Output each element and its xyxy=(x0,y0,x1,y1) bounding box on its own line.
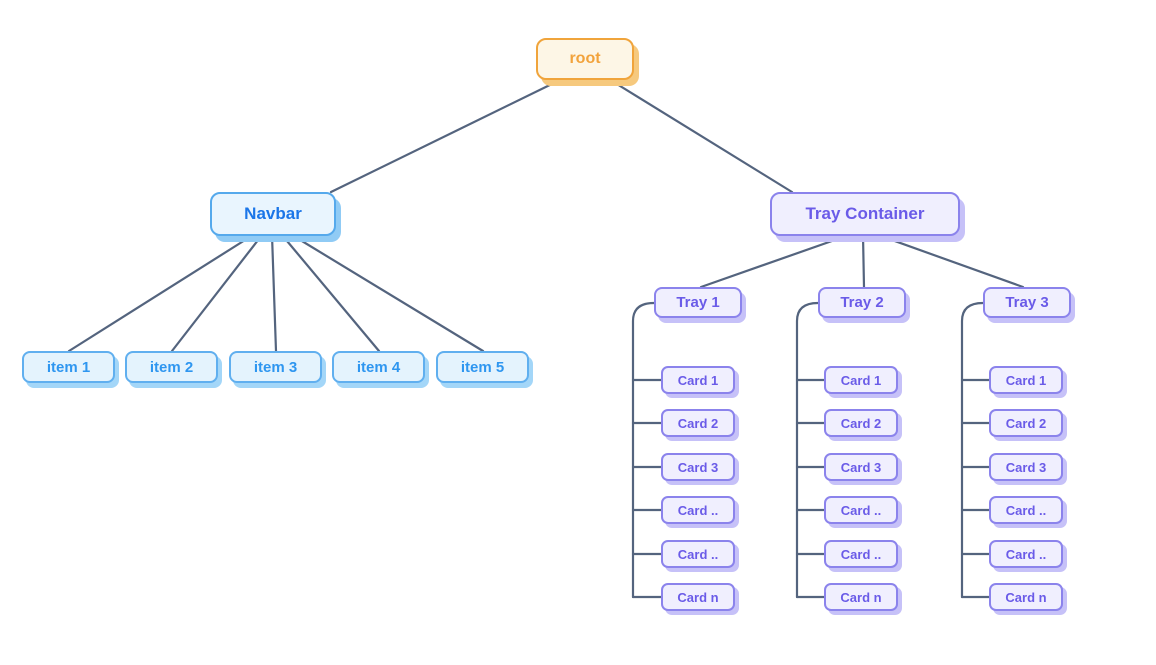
node-item-1: item 1 xyxy=(22,351,115,383)
edge-navbar-item2 xyxy=(170,233,264,353)
node-item-5: item 5 xyxy=(436,351,529,383)
node-tray-container: Tray Container xyxy=(770,192,960,236)
edge-navbar-item5 xyxy=(290,233,485,353)
node-tray2-card-n: Card n xyxy=(824,583,898,611)
node-tray3-card-1: Card 1 xyxy=(989,366,1063,394)
bracket-tray1-branches xyxy=(631,378,663,599)
node-item-3: item 3 xyxy=(229,351,322,383)
edge-navbar-item1 xyxy=(67,233,255,353)
bracket-tray3 xyxy=(960,301,985,599)
bracket-tray3-branches xyxy=(960,378,991,599)
node-tray1-card-4: Card .. xyxy=(661,496,735,524)
node-tray3-card-4: Card .. xyxy=(989,496,1063,524)
node-item-2: item 2 xyxy=(125,351,218,383)
node-tray3-card-5: Card .. xyxy=(989,540,1063,568)
node-item-4: item 4 xyxy=(332,351,425,383)
node-tray1-card-2: Card 2 xyxy=(661,409,735,437)
node-tray-1: Tray 1 xyxy=(654,287,742,318)
bracket-tray2-branches xyxy=(795,378,826,599)
edge-navbar-item3 xyxy=(270,233,278,353)
node-tray-3: Tray 3 xyxy=(983,287,1071,318)
node-tray2-card-2: Card 2 xyxy=(824,409,898,437)
node-tray2-card-3: Card 3 xyxy=(824,453,898,481)
bracket-tray2 xyxy=(795,301,820,599)
node-tray1-card-3: Card 3 xyxy=(661,453,735,481)
node-tray-2: Tray 2 xyxy=(818,287,906,318)
node-tray2-card-4: Card .. xyxy=(824,496,898,524)
edge-tc-tray2 xyxy=(861,233,866,289)
edge-root-tray-container xyxy=(610,79,794,194)
edge-tc-tray3 xyxy=(876,233,1025,289)
node-tray1-card-1: Card 1 xyxy=(661,366,735,394)
node-navbar: Navbar xyxy=(210,192,336,236)
node-tray1-card-5: Card .. xyxy=(661,540,735,568)
node-tray1-card-n: Card n xyxy=(661,583,735,611)
node-tray3-card-n: Card n xyxy=(989,583,1063,611)
edge-root-navbar xyxy=(329,79,560,194)
edge-tc-tray1 xyxy=(699,233,851,289)
bracket-tray1 xyxy=(631,301,656,599)
node-tray3-card-3: Card 3 xyxy=(989,453,1063,481)
node-root: root xyxy=(536,38,634,80)
edge-navbar-item4 xyxy=(280,233,381,353)
node-tray2-card-5: Card .. xyxy=(824,540,898,568)
node-tray3-card-2: Card 2 xyxy=(989,409,1063,437)
node-tray2-card-1: Card 1 xyxy=(824,366,898,394)
